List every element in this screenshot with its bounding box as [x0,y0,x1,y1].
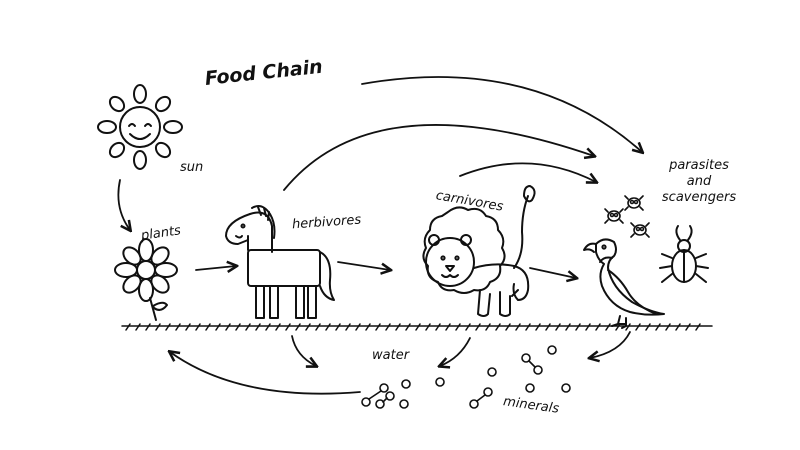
flow-arrows [118,77,642,394]
sun-icon [98,85,182,169]
label-sun: sun [180,160,204,175]
flower-icon [115,239,177,320]
ground-line [122,324,712,330]
label-water: water [372,348,410,363]
bacteria-icon [605,196,649,237]
label-parasites-line1: parasites [669,158,729,173]
label-parasites-and-scavengers: parasites and scavengers [660,158,738,206]
label-parasites-line3: scavengers [661,190,737,205]
label-parasites-line2: and [686,174,712,189]
beetle-icon [660,226,708,282]
horse-icon [226,206,334,318]
mineral-icon [362,346,570,408]
lion-icon [423,186,534,316]
vulture-icon [584,239,664,328]
